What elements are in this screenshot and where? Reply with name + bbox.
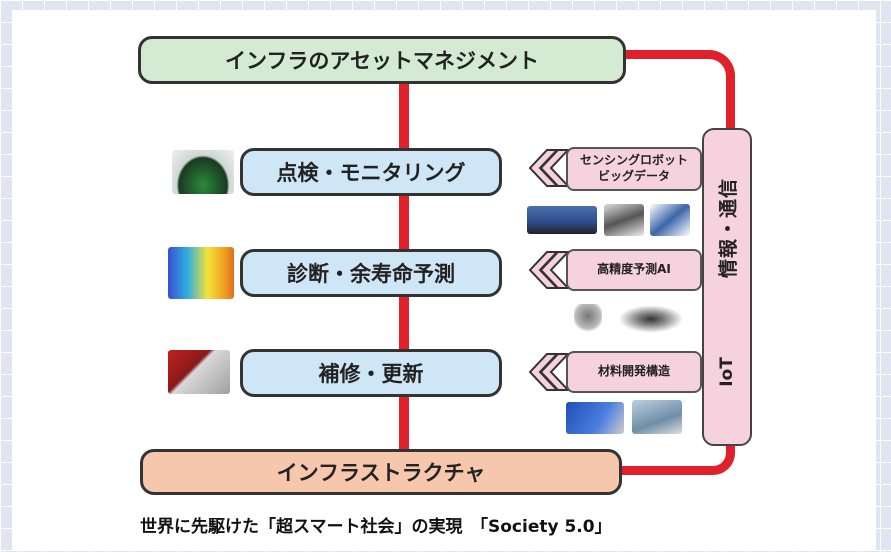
robot-thumbnail — [527, 206, 597, 234]
tech-ai-box: 高精度予測AI — [566, 249, 702, 291]
asset-management-label: インフラのアセットマネジメント — [225, 49, 539, 73]
sensor-thumbnail — [172, 150, 234, 194]
info-communication-label: 情報・通信 — [717, 177, 740, 279]
chevron-left-icon — [539, 353, 571, 391]
iot-label: IoT — [717, 357, 737, 387]
stage-inspection-box: 点検・モニタリング — [240, 148, 502, 196]
probe-thumbnail — [650, 204, 690, 236]
drone-thumbnail — [616, 304, 686, 334]
chevron-left-icon — [539, 251, 571, 289]
bottom-right-connector — [615, 440, 735, 475]
structure-thumbnail — [632, 400, 682, 434]
stage-repair-label: 補修・更新 — [318, 362, 424, 386]
chevron-left-icon — [539, 149, 571, 187]
robot-arm-thumbnail — [574, 304, 602, 334]
tech-material-box: 材料開発構造 — [566, 351, 702, 393]
tech-sensing-line2: ビッグデータ — [597, 169, 670, 183]
society-caption: 世界に先駆けた「超スマート社会」の実現 「Society 5.0」 — [140, 517, 612, 537]
tech-material-label: 材料開発構造 — [597, 364, 670, 379]
heatmap-thumbnail — [168, 247, 234, 299]
repair-thumbnail — [168, 350, 230, 394]
tech-ai-label: 高精度予測AI — [597, 262, 671, 277]
stage-diagnosis-box: 診断・余寿命予測 — [240, 249, 502, 297]
iot-communication-bar: 情報・通信 IoT — [702, 128, 752, 446]
asset-management-box: インフラのアセットマネジメント — [138, 36, 626, 84]
stage-diagnosis-label: 診断・余寿命予測 — [287, 262, 455, 286]
top-right-connector — [620, 50, 735, 140]
tech-sensing-box: センシングロボット ビッグデータ — [566, 147, 702, 191]
material-thumbnail — [566, 402, 624, 434]
sensor-device-thumbnail — [604, 204, 644, 236]
stage-inspection-label: 点検・モニタリング — [276, 161, 466, 185]
infrastructure-label: インフラストラクチャ — [276, 461, 486, 485]
tech-sensing-line1: センシングロボット — [579, 153, 688, 168]
infrastructure-box: インフラストラクチャ — [140, 449, 622, 495]
stage-repair-box: 補修・更新 — [240, 349, 502, 397]
